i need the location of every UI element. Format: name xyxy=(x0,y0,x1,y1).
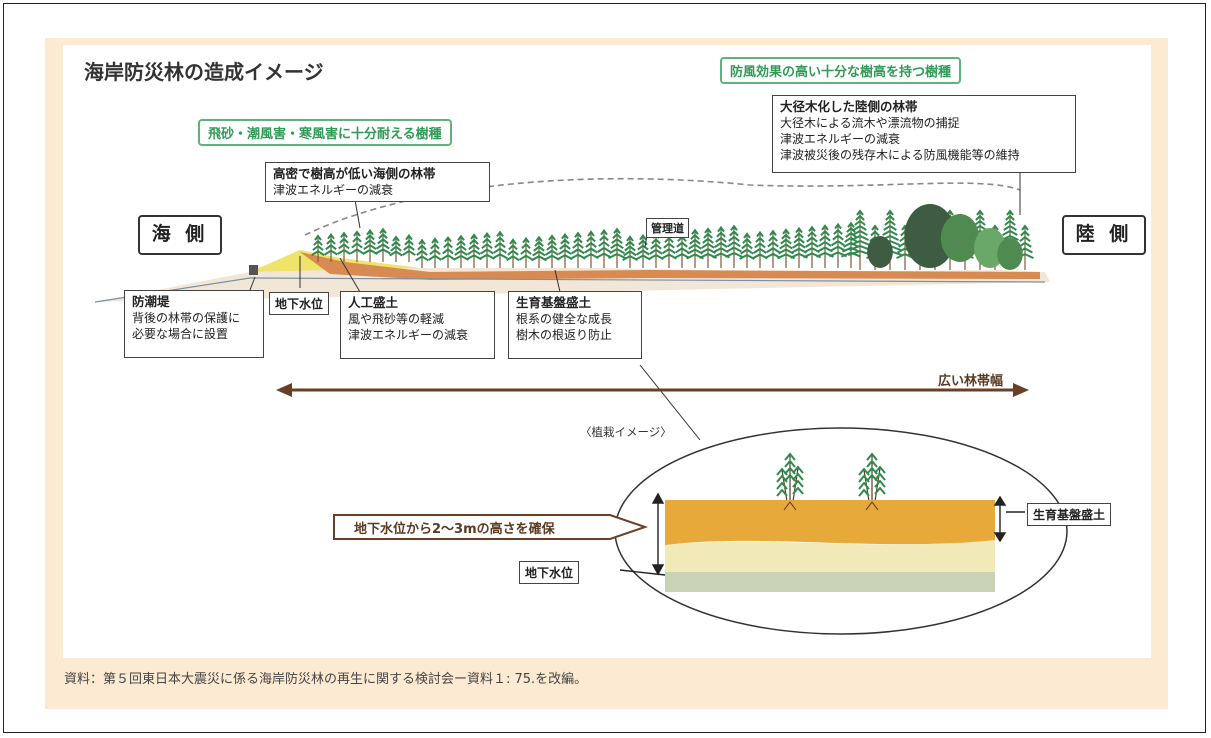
tree-belt xyxy=(311,204,1034,270)
broadleaf-tree-icon xyxy=(997,238,1023,270)
pine-tree-icon xyxy=(453,234,469,268)
pine-tree-icon xyxy=(816,224,834,268)
pine-tree-icon xyxy=(479,231,495,268)
source-caption: 資料：第５回東日本大震災に係る海岸防災林の再生に関する検討会ー資料１: 75.を… xyxy=(64,672,588,687)
pine-tree-icon xyxy=(506,238,520,268)
seawall-line-1: 背後の林帯の保護に xyxy=(132,311,241,325)
pine-tree-icon xyxy=(324,232,338,262)
planting-cross-section xyxy=(615,428,1067,634)
pine-tree-icon xyxy=(415,238,429,268)
terrain-cross-section xyxy=(94,250,1050,303)
wide-belt-label: 広い林帯幅 xyxy=(938,374,1004,389)
broadleaf-tree-icon xyxy=(867,236,893,268)
pine-tree-icon xyxy=(544,234,560,268)
pine-tree-icon xyxy=(622,235,638,268)
pine-tree-icon xyxy=(362,228,378,262)
green-label-landward: 防風効果の高い十分な樹高を持つ樹種 xyxy=(720,57,962,84)
seaward-belt-box: 高密で樹高が低い海側の林帯 津波エネルギーの減衰 xyxy=(265,162,490,202)
planting-image-label: 〈植栽イメージ〉 xyxy=(580,425,672,439)
page-frame xyxy=(3,3,1206,733)
canopy-outline xyxy=(304,177,1021,236)
seedling-icon xyxy=(776,452,804,511)
seedling-icon xyxy=(858,452,886,511)
groundwater-label-top: 地下水位 xyxy=(269,292,330,315)
pine-tree-icon xyxy=(648,232,664,268)
pine-tree-icon xyxy=(531,235,547,268)
pine-tree-icon xyxy=(350,230,364,262)
land-side-label: 陸 側 xyxy=(1062,215,1146,255)
pine-tree-icon xyxy=(375,227,391,262)
green-label-seaward: 飛砂・潮風害・寒風害に十分耐える樹種 xyxy=(198,119,452,146)
pine-tree-icon xyxy=(557,232,573,268)
pine-tree-icon xyxy=(777,228,795,268)
pine-tree-icon xyxy=(841,221,861,268)
pine-tree-icon xyxy=(790,226,808,268)
growth-base-title: 生育基盤盛土 xyxy=(516,295,592,310)
growth-base-label-right: 生育基盤盛土 xyxy=(1027,503,1112,526)
leader-lines xyxy=(249,170,1021,441)
pine-tree-icon xyxy=(686,228,704,268)
pine-tree-icon xyxy=(311,234,325,262)
height-arrows xyxy=(619,492,1025,576)
growth-base-soil-layer xyxy=(665,500,995,545)
wide-belt-arrow xyxy=(276,383,1029,397)
landward-belt-title: 大径木化した陸側の林帯 xyxy=(780,99,918,114)
pine-tree-icon xyxy=(570,231,586,268)
pine-tree-icon xyxy=(635,233,651,268)
growth-base-line-1: 根系の健全な成長 xyxy=(516,312,613,326)
growth-base-box: 生育基盤盛土 根系の健全な成長 樹木の根返り防止 xyxy=(508,291,642,359)
sand-layer xyxy=(665,540,995,572)
broadleaf-tree-icon xyxy=(904,204,956,268)
embankment-line-1: 風や飛砂等の軽減 xyxy=(348,312,445,326)
embankment-box: 人工盛土 風や飛砂等の軽減 津波エネルギーの減衰 xyxy=(340,291,495,359)
height-callout-bubble xyxy=(333,514,649,540)
pine-tree-icon xyxy=(765,229,781,268)
landward-belt-line-2: 津波エネルギーの減衰 xyxy=(780,132,901,146)
pine-tree-icon xyxy=(752,230,768,268)
height-secure-label: 地下水位から2～3mの高さを確保 xyxy=(354,522,555,537)
embankment-line-2: 津波エネルギーの減衰 xyxy=(348,328,469,342)
management-road-label: 管理道 xyxy=(646,218,689,238)
pine-tree-icon xyxy=(389,235,403,262)
pine-tree-icon xyxy=(583,230,599,268)
pine-tree-icon xyxy=(608,227,626,268)
pine-tree-icon xyxy=(337,231,351,262)
landward-belt-box: 大径木化した陸側の林帯 大径木による流木や漂流物の捕捉 津波エネルギーの減衰 津… xyxy=(772,95,1076,173)
pine-tree-icon xyxy=(492,230,508,268)
pine-tree-icon xyxy=(596,228,612,268)
landward-belt-line-3: 津波被災後の残存木による防風機能等の維持 xyxy=(780,148,1020,162)
pine-tree-icon xyxy=(847,209,873,270)
groundwater-label-bottom: 地下水位 xyxy=(519,561,580,584)
pine-tree-icon xyxy=(739,232,755,268)
sea-side-label: 海 側 xyxy=(138,215,222,255)
pine-tree-icon xyxy=(725,224,743,268)
seaward-belt-line: 津波エネルギーの減衰 xyxy=(273,183,394,197)
seawall-box: 防潮堤 背後の林帯の保護に 必要な場合に設置 xyxy=(124,290,264,358)
seedlings xyxy=(776,452,886,511)
page-title: 海岸防災林の造成イメージ xyxy=(84,60,324,84)
landward-belt-line-1: 大径木による流木や漂流物の捕捉 xyxy=(780,116,960,130)
pine-tree-icon xyxy=(803,225,821,268)
pine-tree-icon xyxy=(441,235,455,268)
pine-tree-icon xyxy=(699,227,717,268)
pine-tree-icon xyxy=(519,236,533,268)
broadleaf-tree-icon xyxy=(940,214,980,262)
groundwater-layer xyxy=(665,570,995,592)
seawall-line-2: 必要な場合に設置 xyxy=(132,327,229,341)
pine-tree-icon xyxy=(402,233,416,262)
pine-tree-icon xyxy=(466,233,482,268)
seawall-title: 防潮堤 xyxy=(132,294,170,309)
seawall-block xyxy=(249,265,258,275)
growth-base-line-2: 樹木の根返り防止 xyxy=(516,328,613,342)
embankment-title: 人工盛土 xyxy=(348,295,399,310)
pine-tree-icon xyxy=(712,225,730,268)
seaward-belt-title: 高密で樹高が低い海側の林帯 xyxy=(273,166,436,181)
pine-tree-icon xyxy=(428,237,442,268)
